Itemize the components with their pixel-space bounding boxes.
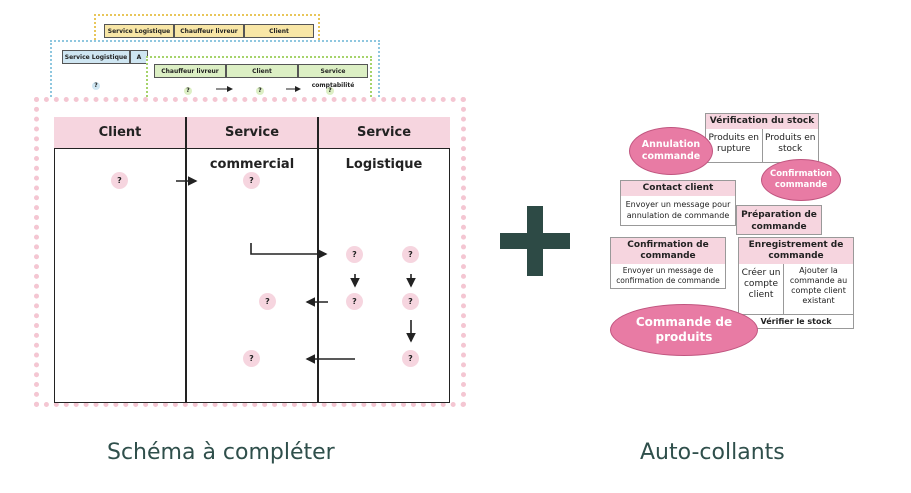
sticker-title: Vérification du stock [706,114,818,129]
question-dot[interactable]: ? [402,293,419,310]
mini-header: Chauffeur livreur [154,64,226,78]
plus-icon [500,206,570,276]
caption-left: Schéma à compléter [107,440,335,465]
lane-divider [317,117,319,403]
sticker-title: Confirmation de commande [611,238,725,264]
sticker-contact-client[interactable]: Contact client Envoyer un message pour a… [620,180,736,226]
question-dot[interactable]: ? [259,293,276,310]
column-header-service-logistique: Service Logistique [318,117,450,172]
sticker-cell: Produits en stock [764,133,816,154]
sticker-oval-annulation[interactable]: Annulation commande [629,127,713,175]
question-dot[interactable]: ? [402,246,419,263]
mini-header: Service Logistique [104,24,174,38]
sticker-title: Contact client [621,181,735,196]
sticker-title: Préparation de commande [737,206,821,234]
arrow-elbow [250,243,328,259]
sticker-body: Envoyer un message pour annulation de co… [625,200,731,220]
question-dot[interactable]: ? [402,350,419,367]
question-dot[interactable]: ? [346,293,363,310]
mini-header: Service Logistique [62,50,130,64]
sticker-cell: Créer un compte client [739,264,784,314]
sticker-enregistrement[interactable]: Enregistrement de commande Créer un comp… [738,237,854,329]
mini-header: Service comptabilité [298,64,368,89]
sticker-confirmation-commande[interactable]: Confirmation de commande Envoyer un mess… [610,237,726,289]
lane-divider [185,117,187,403]
sticker-verification-stock[interactable]: Vérification du stock Produits en ruptur… [705,113,819,163]
mini-question-dot: ? [184,87,192,95]
question-dot[interactable]: ? [243,172,260,189]
sticker-title: Enregistrement de commande [739,238,853,264]
sticker-cell: Ajouter la commande au compte client exi… [789,266,848,305]
question-dot[interactable]: ? [243,350,260,367]
column-header-client: Client [54,117,186,149]
caption-right: Auto-collants [640,440,785,465]
question-dot[interactable]: ? [111,172,128,189]
mini-header: Chauffeur livreur [174,24,244,38]
sticker-oval-confirmation[interactable]: Confirmation commande [761,159,841,201]
sticker-oval-commande[interactable]: Commande de produits [610,304,758,356]
sticker-cell: Produits en rupture [706,129,763,162]
mini-question-dot: ? [92,82,100,90]
mini-header: Client [244,24,314,38]
mini-question-dot: ? [256,87,264,95]
mini-header: Client [226,64,298,78]
mini-question-dot: ? [326,87,334,95]
back-sheet-green: Chauffeur livreur Client Service comptab… [146,56,372,100]
column-header-service-commercial: Service commercial [186,117,318,172]
sticker-footer: Vérifier le stock [760,317,832,326]
sticker-preparation[interactable]: Préparation de commande [736,205,822,235]
question-dot[interactable]: ? [346,246,363,263]
sticker-body: Envoyer un message de confirmation de co… [616,266,720,285]
